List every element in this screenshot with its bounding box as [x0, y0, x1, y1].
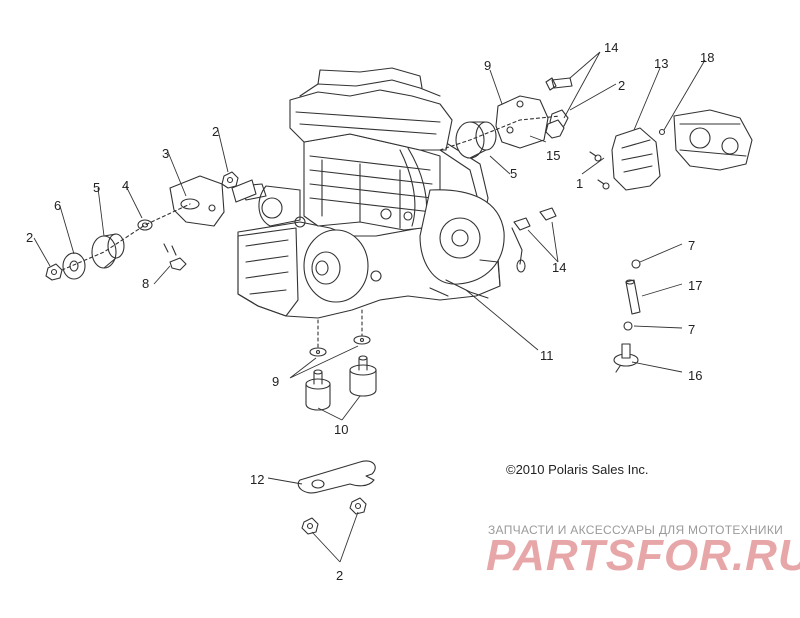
callout-16: 16 [688, 368, 702, 383]
callout-18: 18 [700, 50, 714, 65]
callout-1: 1 [576, 176, 583, 191]
callout-labels: 14 9 13 18 2 15 5 1 2 3 4 5 6 2 8 14 7 1… [26, 40, 714, 583]
leader-lines [33, 51, 706, 563]
callout-11: 11 [540, 348, 554, 363]
left-mount-parts [45, 171, 257, 281]
callout-2-top: 2 [618, 78, 625, 93]
bolts-14-mid [513, 207, 557, 231]
callout-6: 6 [54, 198, 61, 213]
right-top-mount-parts [439, 77, 753, 191]
callout-9-top: 9 [484, 58, 491, 73]
callout-7-bottom: 7 [688, 322, 695, 337]
callout-3: 3 [162, 146, 169, 161]
callout-17: 17 [688, 278, 702, 293]
copyright-text: ©2010 Polaris Sales Inc. [506, 462, 649, 477]
callout-2-left-top: 2 [212, 124, 219, 139]
callout-5-left: 5 [93, 180, 100, 195]
callout-14-top: 14 [604, 40, 618, 55]
callout-5-mid: 5 [510, 166, 517, 181]
watermark-logo: PARTSFOR.RU [486, 531, 800, 580]
callout-4: 4 [122, 178, 129, 193]
lower-mount-parts [305, 309, 377, 411]
watermark-tagline: ЗАПЧАСТИ И АКСЕССУАРЫ ДЛЯ МОТОТЕХНИКИ [488, 523, 784, 537]
callout-13: 13 [654, 56, 668, 71]
callout-9-bottom: 9 [272, 374, 279, 389]
callout-8: 8 [142, 276, 149, 291]
callout-2-bottom: 2 [336, 568, 343, 583]
right-small-parts [613, 259, 641, 373]
callout-12: 12 [250, 472, 264, 487]
callout-10: 10 [334, 422, 348, 437]
callout-7-top: 7 [688, 238, 695, 253]
callout-15: 15 [546, 148, 560, 163]
plate-and-nuts [297, 460, 376, 535]
callout-14-mid: 14 [552, 260, 566, 275]
engine-illustration [237, 67, 526, 319]
callout-2-left: 2 [26, 230, 33, 245]
